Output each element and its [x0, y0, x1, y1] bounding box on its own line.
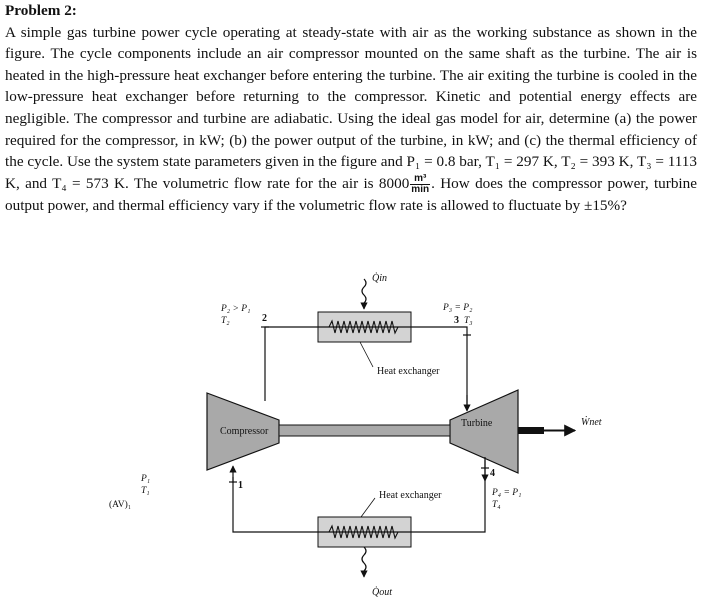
state2-condition: P₂ > P₁	[220, 304, 250, 314]
turbine-label: Turbine	[461, 418, 493, 429]
state3-condition: P₃ = P₂	[442, 303, 473, 313]
q-in-wavy-arrow	[360, 278, 368, 310]
shaft	[278, 424, 451, 437]
flow-line-4-1	[232, 457, 486, 533]
problem-statement: Problem 2: A simple gas turbine power cy…	[5, 0, 697, 216]
q-out-label: Q̇out	[372, 586, 392, 598]
point-1-label: 1	[238, 480, 243, 491]
point-2-label: 2	[262, 313, 267, 324]
w-net-label: Ẇnet	[581, 416, 602, 428]
shaft-output	[518, 427, 544, 434]
turbine-shape	[449, 389, 519, 474]
flow-unit-numerator: m³	[410, 173, 431, 185]
q-in-label: Q̇in	[372, 272, 387, 284]
bottom-hx-leader	[360, 497, 376, 518]
state4-condition: P₄ = P₁	[491, 488, 521, 498]
problem-body: A simple gas turbine power cycle operati…	[5, 22, 697, 217]
flow-unit-denominator: min	[411, 183, 430, 195]
point-3-label: 3	[454, 315, 459, 326]
point-4-label: 4	[490, 468, 495, 479]
state4-temperature: T₄	[492, 500, 501, 510]
q-out-wavy-arrow	[360, 546, 368, 578]
bottom-hx-label: Heat exchanger	[379, 490, 442, 501]
state1-pressure: P₁	[140, 474, 150, 484]
state3-temperature: T₃	[464, 316, 473, 326]
flow-line-2-3	[264, 326, 468, 408]
compressor-shape	[206, 392, 280, 471]
problem-heading: Problem 2:	[5, 2, 77, 19]
top-hx-leader	[359, 341, 374, 368]
problem-body-part2: . How does the compressor power, turbine…	[5, 174, 697, 214]
compressor-label: Compressor	[220, 426, 269, 437]
state1-temperature: T₁	[141, 486, 150, 496]
state2-temperature: T₂	[221, 316, 230, 326]
top-hx-label: Heat exchanger	[377, 366, 440, 377]
gas-turbine-cycle-diagram: Q̇in Q̇out Ẇnet P₂ > P₁ T₂ 2 P₃ = P₂ 3 …	[109, 272, 602, 598]
problem-body-part1: A simple gas turbine power cycle operati…	[5, 23, 697, 192]
inlet-volumetric-flow: (AV)₁	[109, 499, 131, 510]
